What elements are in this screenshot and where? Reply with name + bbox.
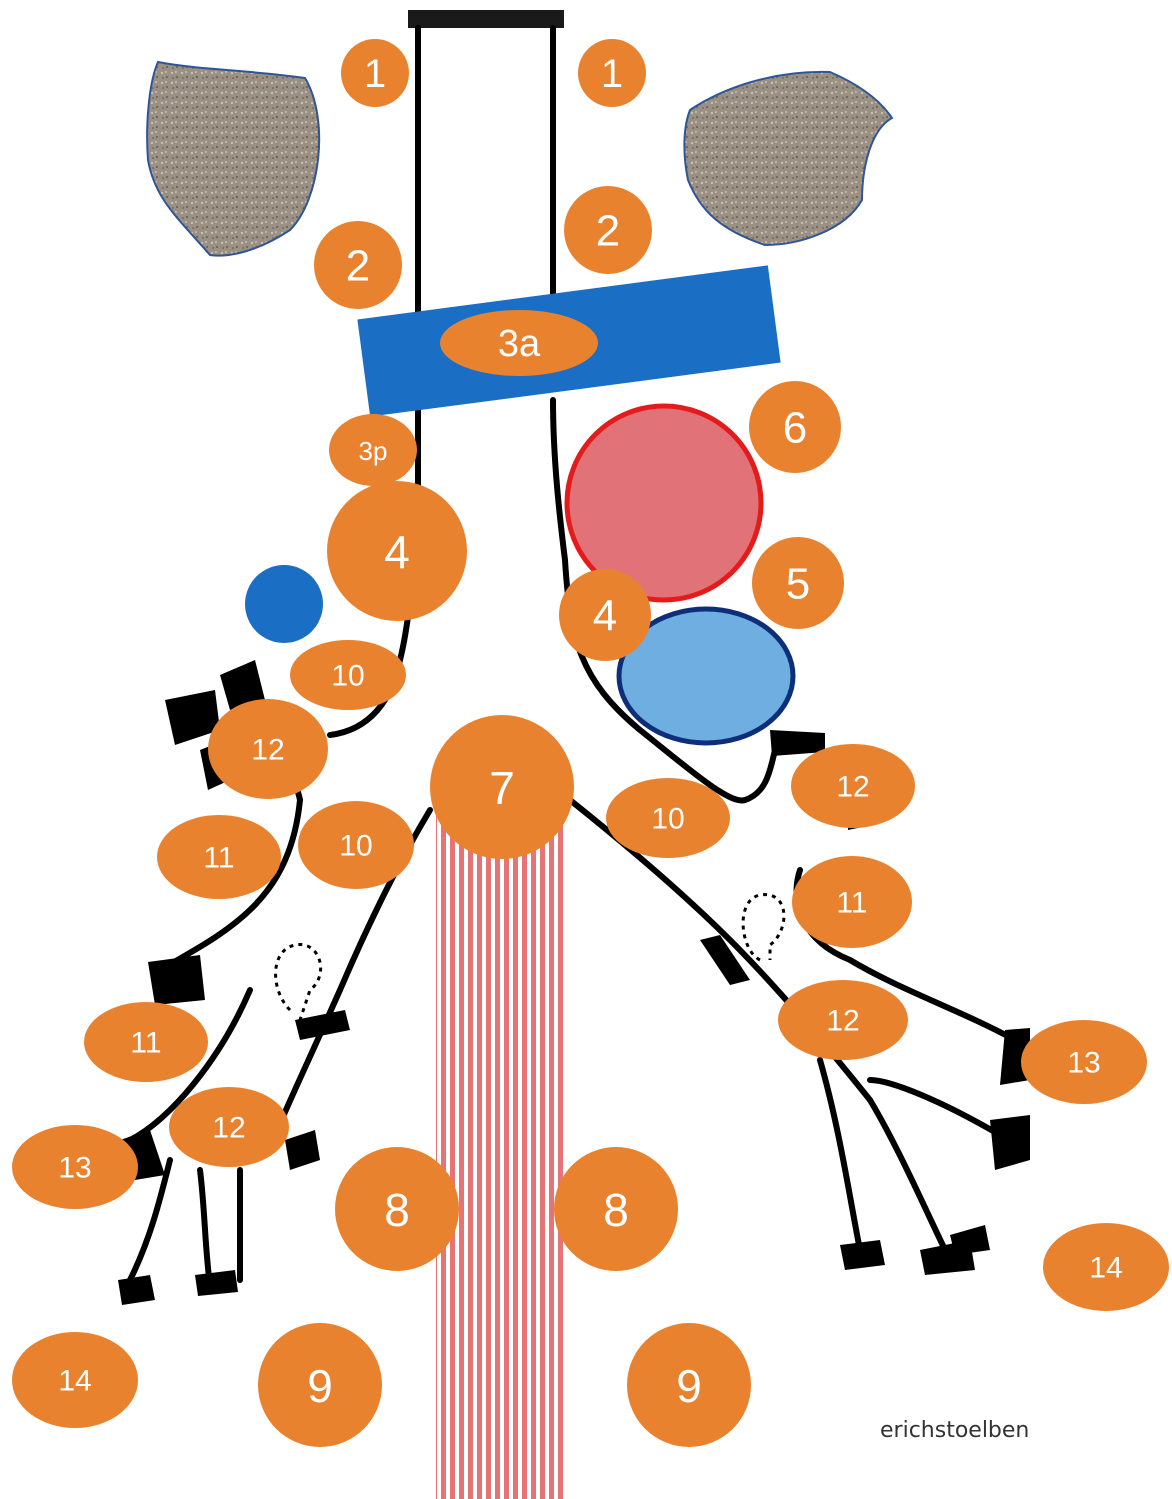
node-label: 10 [331, 660, 364, 693]
lymph-node-station-n6: 6 [749, 381, 841, 473]
lymph-node-station-n5: 5 [752, 537, 844, 629]
lymph-node-station-n13-left: 13 [12, 1125, 138, 1209]
node-label: 13 [1067, 1047, 1100, 1080]
node-label: 2 [346, 242, 370, 291]
lymph-node-station-n14-left: 14 [12, 1332, 138, 1428]
lymph-node-station-n14-right: 14 [1043, 1223, 1169, 1311]
azygos-vein [245, 565, 323, 643]
node-label: 9 [307, 1360, 333, 1412]
lymph-node-station-n8-right: 8 [554, 1147, 678, 1271]
node-label: 5 [786, 560, 810, 609]
node-label: 6 [783, 404, 807, 453]
left-clavicle [147, 62, 319, 256]
lymph-node-station-n10-left-lower: 10 [298, 801, 414, 889]
lymph-node-station-n10-right: 10 [606, 778, 730, 858]
node-label: 12 [836, 771, 869, 804]
lymph-node-station-n4-left: 4 [327, 481, 467, 621]
lymph-node-station-n8-left: 8 [335, 1147, 459, 1271]
lymph-node-station-n11-right: 11 [792, 856, 912, 948]
lymph-node-station-n3a: 3a [440, 310, 598, 376]
lymph-node-station-n1-left: 1 [341, 39, 409, 107]
node-label: 10 [339, 830, 372, 863]
esophagus [436, 808, 566, 1499]
lymph-node-station-n3p: 3p [329, 414, 417, 486]
node-label: 11 [836, 887, 867, 920]
lymph-node-station-n12-left-lower: 12 [169, 1087, 289, 1167]
credit-watermark: erichstoelben [880, 1418, 1029, 1443]
node-label: 2 [596, 207, 620, 256]
lymph-node-station-n12-left-upper: 12 [208, 699, 328, 799]
node-label: 4 [593, 592, 617, 641]
node-label: 7 [489, 762, 515, 814]
lymph-node-station-n13-right: 13 [1021, 1020, 1147, 1104]
lymph-node-station-n7: 7 [430, 715, 574, 859]
node-label: 8 [384, 1184, 410, 1236]
trachea-top [408, 10, 564, 28]
lymph-node-station-n4-right: 4 [559, 569, 651, 661]
lymph-node-station-n9-right: 9 [627, 1323, 751, 1447]
lymph-node-station-n12-right-lower: 12 [778, 980, 908, 1060]
lymph-node-station-n10-left-upper: 10 [290, 640, 406, 710]
node-label: 11 [130, 1027, 161, 1060]
node-label: 3p [359, 436, 388, 466]
node-label: 12 [826, 1005, 859, 1038]
node-label: 1 [601, 52, 623, 96]
node-label: 12 [212, 1112, 245, 1145]
lymph-node-station-n11-left-lower: 11 [84, 1002, 208, 1082]
lymph-node-station-n2-left: 2 [314, 221, 402, 309]
node-label: 3a [498, 323, 541, 365]
lymph-node-station-n1-right: 1 [578, 39, 646, 107]
node-label: 14 [58, 1365, 91, 1398]
node-label: 14 [1089, 1252, 1122, 1285]
node-label: 10 [651, 803, 684, 836]
node-label: 11 [203, 842, 234, 875]
node-label: 12 [251, 734, 284, 767]
node-label: 9 [676, 1360, 702, 1412]
lymph-node-station-n12-right-upper: 12 [791, 744, 915, 828]
lymph-node-station-n9-left: 9 [258, 1323, 382, 1447]
right-clavicle [684, 72, 892, 245]
lymph-node-station-n2-right: 2 [564, 186, 652, 274]
node-label: 13 [58, 1152, 91, 1185]
node-label: 8 [603, 1184, 629, 1236]
node-label: 4 [384, 526, 410, 578]
node-label: 1 [364, 52, 386, 96]
lymph-node-station-n11-left-upper: 11 [157, 815, 281, 899]
